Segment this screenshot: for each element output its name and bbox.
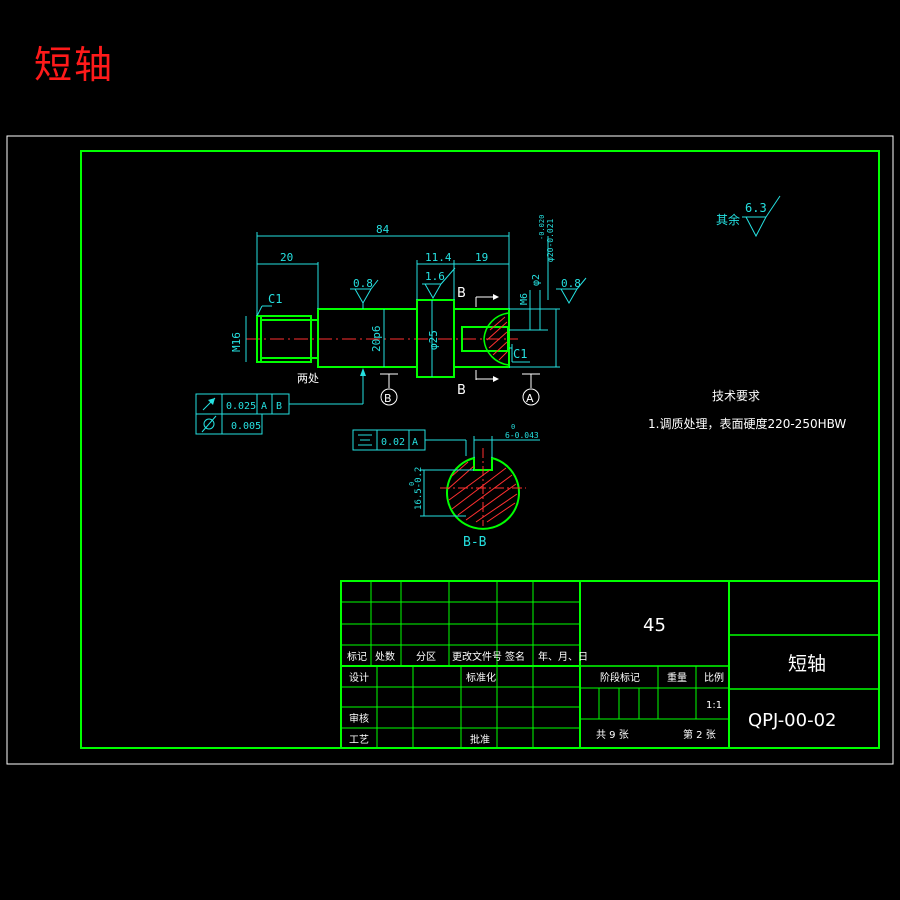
roughness-shaft-left-value: 0.8 xyxy=(353,277,373,290)
hdr-mark: 标记 xyxy=(347,651,367,663)
datum-a-symbol xyxy=(522,373,540,406)
key-width-tol: 0 xyxy=(511,423,515,431)
symmetry-tolerance-frame xyxy=(352,429,467,456)
datum-a-label: A xyxy=(526,392,534,405)
page-title: 短轴 xyxy=(34,43,115,87)
end-section-hatch xyxy=(483,312,510,366)
key-width-dim: 6-0.043 xyxy=(505,431,539,440)
hatch-lines xyxy=(486,316,508,361)
datum-b-symbol xyxy=(380,373,398,406)
total-sheets: 共 9 张 xyxy=(596,729,629,741)
hdr-change-doc: 更改文件号 xyxy=(452,650,502,663)
dim-shoulder-dia: φ25 xyxy=(427,330,440,350)
datum-b-label: B xyxy=(384,392,392,405)
two-places-note: 两处 xyxy=(297,372,319,385)
dim-overall-length: 84 xyxy=(376,223,390,236)
chamfer-left: C1 xyxy=(268,292,282,306)
dim-left-thread: M16 xyxy=(230,332,243,352)
section-name: B-B xyxy=(463,535,487,550)
dim-left-length: 20 xyxy=(280,251,293,264)
label-weight: 重量 xyxy=(667,671,687,684)
keyway xyxy=(461,326,509,352)
part-name: 短轴 xyxy=(788,653,826,675)
runout-value: 0.025 xyxy=(226,401,256,412)
dim-right-length: 19 xyxy=(475,251,488,264)
dim-shaft-fit: 20p6 xyxy=(370,326,383,353)
label-scale: 比例 xyxy=(704,671,724,684)
hdr-count: 处数 xyxy=(375,650,395,663)
section-mark-bottom: B xyxy=(457,383,466,398)
scale-value: 1:1 xyxy=(706,700,722,711)
roughness-keyway xyxy=(422,267,456,300)
hdr-zone: 分区 xyxy=(416,651,436,663)
roughness-general xyxy=(742,195,781,238)
dim-right-dia: φ20-0.021 xyxy=(546,218,555,262)
label-standardize: 标准化 xyxy=(466,671,496,684)
chamfer-right: C1 xyxy=(513,347,527,361)
label-review: 审核 xyxy=(349,712,369,725)
section-marks xyxy=(475,294,499,382)
roughness-general-value: 6.3 xyxy=(745,201,767,215)
dim-right-thread: M6 xyxy=(519,293,530,305)
roughness-right-face-value: 0.8 xyxy=(561,277,581,290)
runout-ref-b: B xyxy=(276,401,282,412)
cylindricity-value: 0.005 xyxy=(231,421,261,432)
sheet-number: 第 2 张 xyxy=(683,728,716,741)
runout-ref-a: A xyxy=(261,401,267,412)
shaft-main-view xyxy=(246,299,518,378)
tech-requirements-item1: 1.调质处理，表面硬度220-250HBW xyxy=(648,416,846,431)
section-bb-view xyxy=(420,436,540,530)
dim-right-dia-tol: -0.020 xyxy=(538,215,546,240)
symmetry-ref: A xyxy=(412,437,418,448)
roughness-right-face xyxy=(556,277,587,305)
label-process: 工艺 xyxy=(349,734,369,746)
label-stage-mark: 阶段标记 xyxy=(600,671,640,684)
label-approve: 批准 xyxy=(470,733,490,746)
title-block xyxy=(340,580,880,749)
shaft-body xyxy=(317,308,418,368)
key-depth-dim: 16.5-0.2 xyxy=(414,467,424,510)
cylindricity-tolerance-frame xyxy=(195,413,263,435)
tech-requirements-heading: 技术要求 xyxy=(712,389,760,403)
symmetry-value: 0.02 xyxy=(381,437,405,448)
hdr-sign: 签名 xyxy=(505,650,525,663)
roughness-keyway-value: 1.6 xyxy=(425,270,445,283)
runout-tolerance-frame xyxy=(195,368,366,415)
drawing-number: QPJ-00-02 xyxy=(748,710,837,731)
roughness-general-prefix: 其余 xyxy=(716,212,740,227)
roughness-shaft-left xyxy=(350,279,379,309)
label-design: 设计 xyxy=(349,671,369,684)
section-mark-top: B xyxy=(457,286,466,301)
dimension-lines xyxy=(245,232,560,377)
dim-hole-dia: φ2 xyxy=(531,274,542,286)
hdr-date: 年、月、日 xyxy=(538,650,588,663)
outer-border xyxy=(6,135,894,765)
key-depth-tol: 0 xyxy=(408,482,416,486)
material: 45 xyxy=(643,615,666,636)
dim-shoulder-width: 11.4 xyxy=(425,251,452,264)
